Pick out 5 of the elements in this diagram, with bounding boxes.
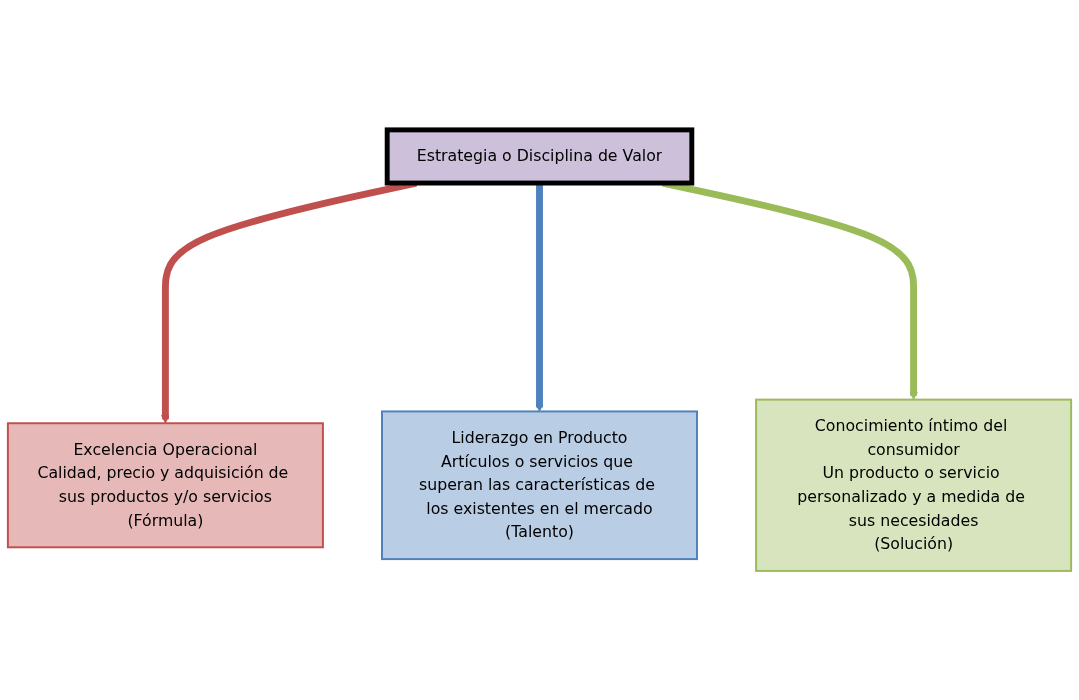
node-box: Liderazgo en Producto Artículos o servicios que superan las características de los existentes en el mercado (Talento) <box>381 410 698 560</box>
node-box: Excelencia Operacional Calidad, precio y adquisición de sus productos y/o servicios (Fórmula) <box>6 421 324 548</box>
arrow <box>535 182 544 412</box>
node-box: Conocimiento íntimo del consumidor Un producto o servicio personalizado y a medida de sus necesidades (Solución) <box>755 398 1073 572</box>
node-box: Estrategia o Disciplina de Valor <box>384 127 695 186</box>
